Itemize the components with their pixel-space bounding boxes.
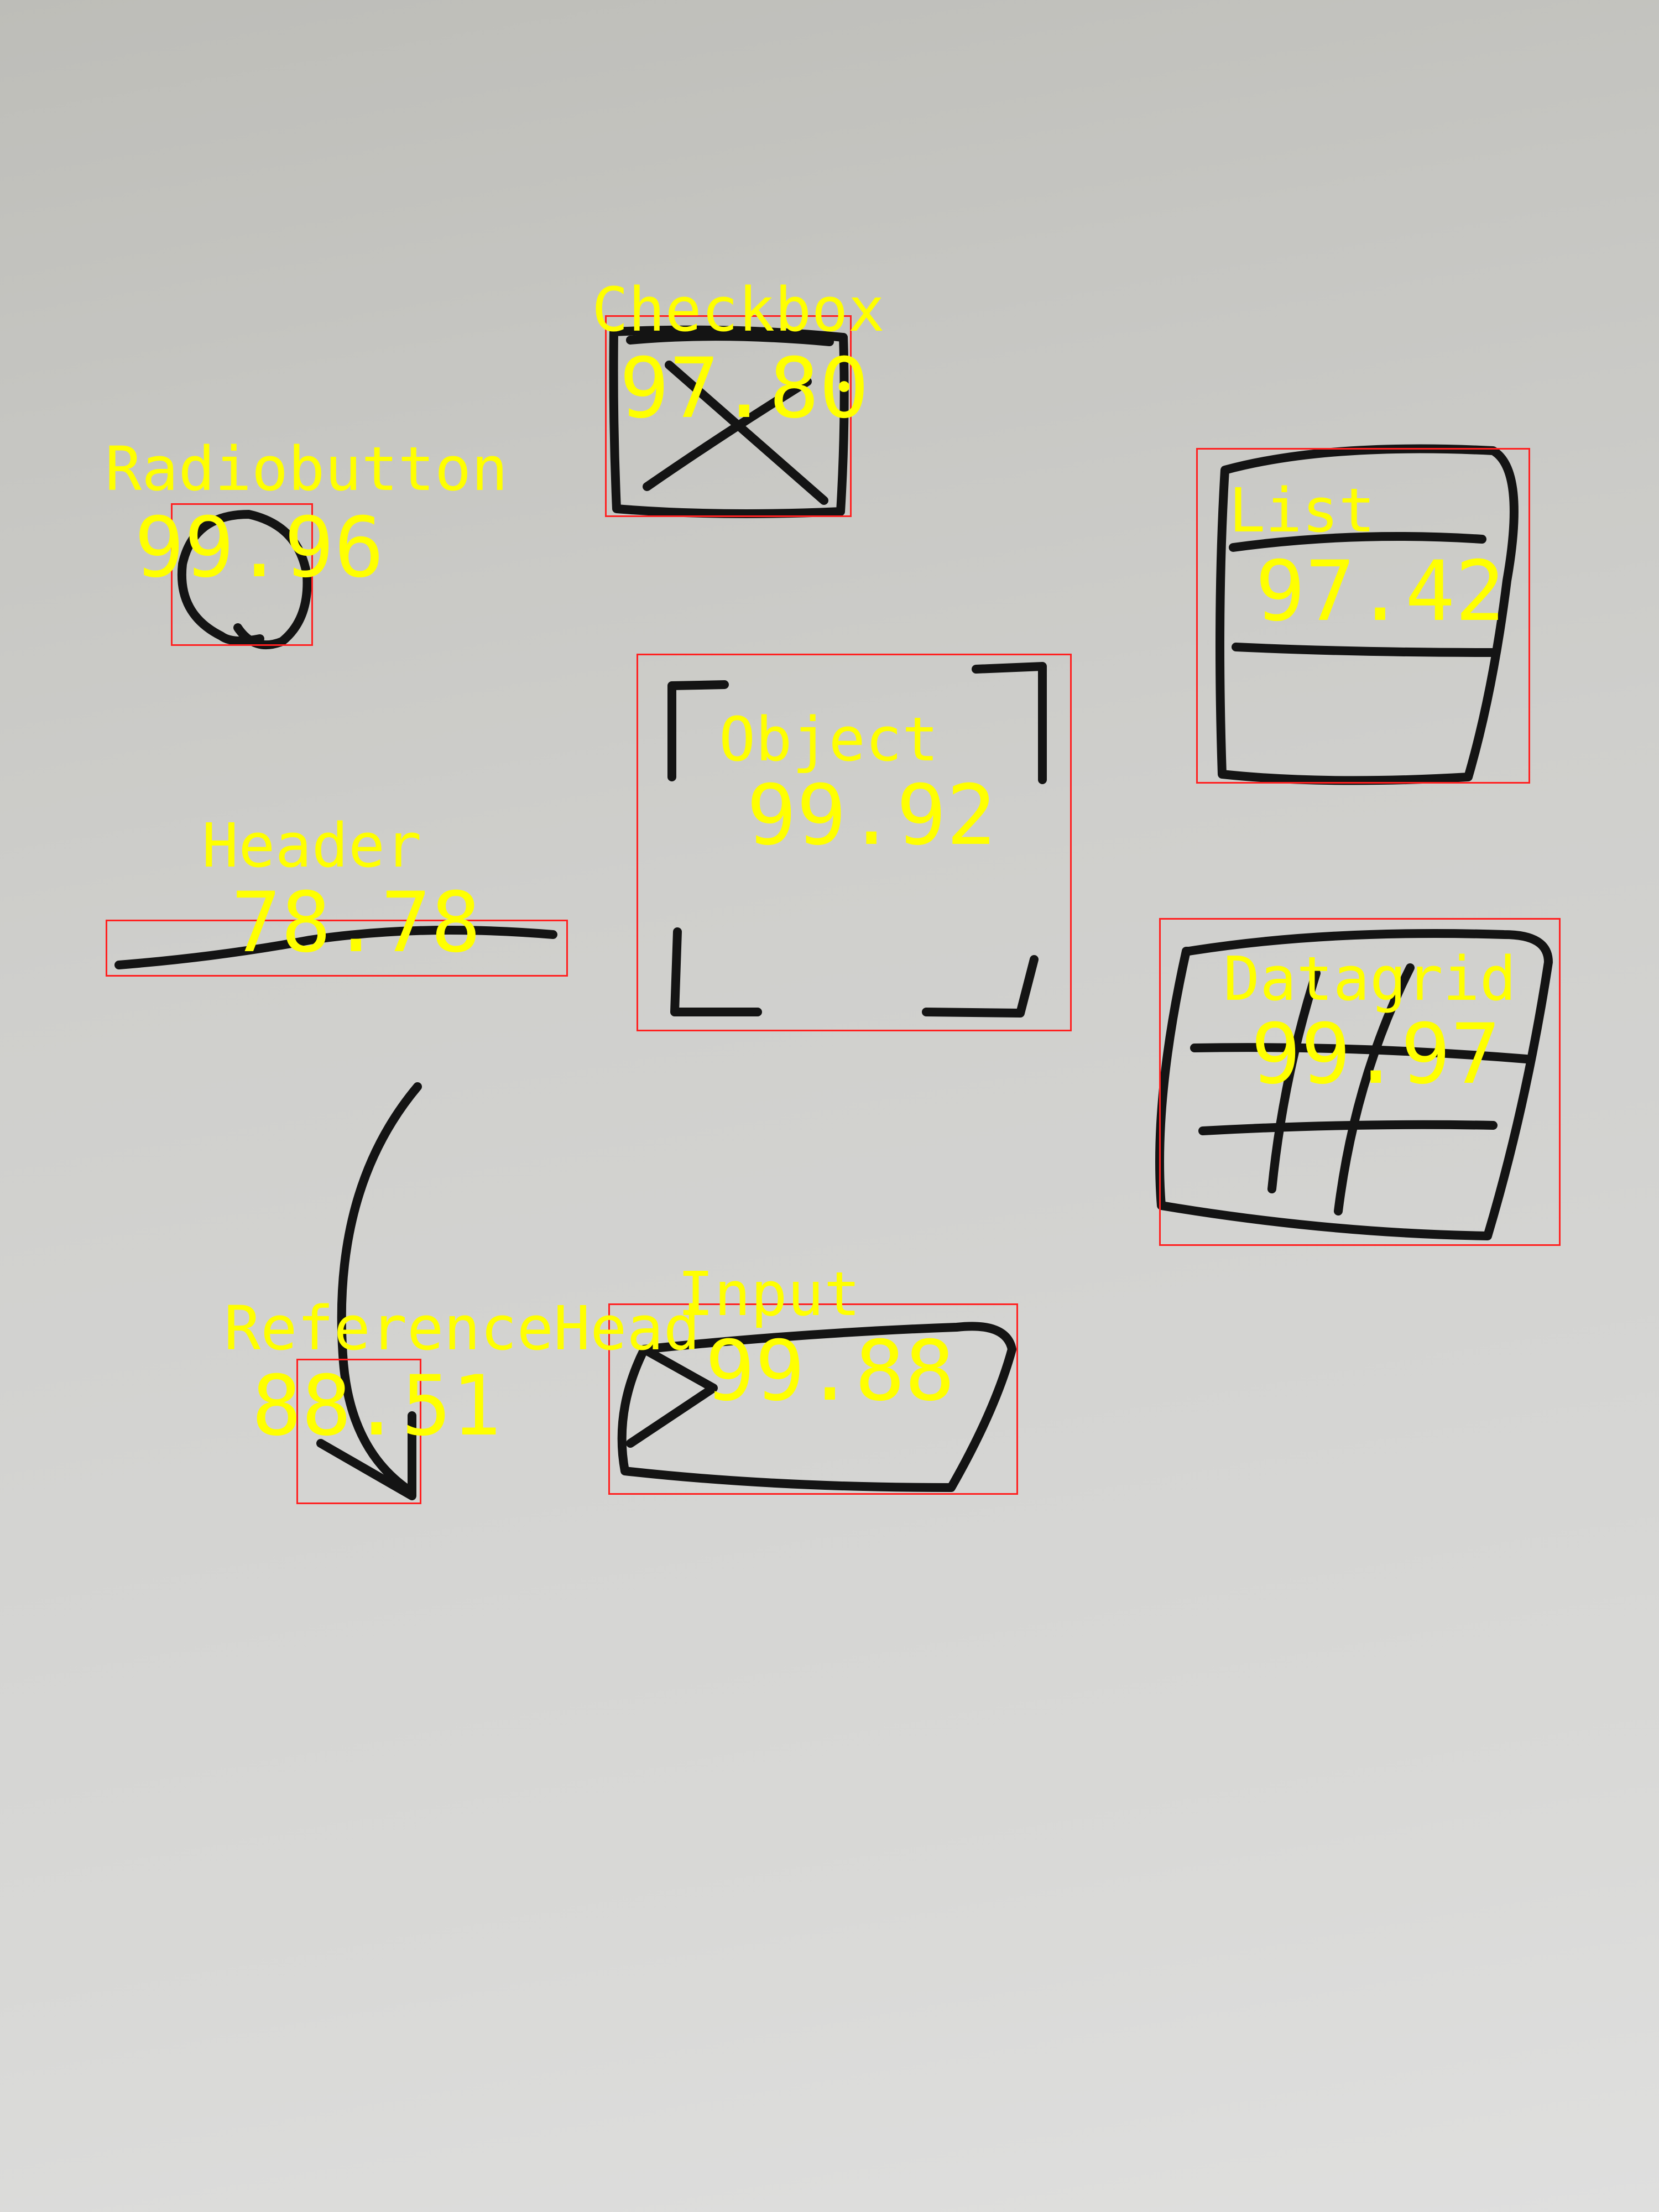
detection-score-checkbox: 97.80 xyxy=(619,341,869,437)
detection-score-object: 99.92 xyxy=(747,768,997,864)
detection-label-datagrid: Datagrid xyxy=(1223,943,1516,1014)
detection-score-list: 97.42 xyxy=(1255,544,1505,640)
list-sketch xyxy=(1215,444,1519,785)
detection-box-referencehead xyxy=(296,1359,421,1504)
detection-label-list: List xyxy=(1229,475,1375,546)
detection-box-list xyxy=(1196,448,1530,784)
detection-box-header xyxy=(106,920,568,977)
detection-box-datagrid xyxy=(1159,918,1561,1246)
detection-label-referencehead: ReferenceHead xyxy=(224,1293,700,1364)
detection-score-input: 99.88 xyxy=(705,1323,955,1420)
detection-score-referencehead: 88.51 xyxy=(252,1358,502,1454)
object-sketch xyxy=(667,662,1047,1018)
detection-label-header: Header xyxy=(202,810,422,881)
detection-label-checkbox: Checkbox xyxy=(592,274,885,345)
radiobutton-sketch xyxy=(177,510,312,650)
detection-box-radiobutton xyxy=(171,503,313,646)
detection-box-object xyxy=(637,654,1072,1031)
input-sketch xyxy=(617,1322,1016,1492)
header-sketch xyxy=(114,926,557,969)
detection-label-object: Object xyxy=(719,704,939,775)
detection-label-radiobutton: Radiobutton xyxy=(105,434,508,504)
detection-box-checkbox xyxy=(605,315,852,517)
detection-score-datagrid: 99.97 xyxy=(1251,1006,1501,1103)
arrow-sketch xyxy=(316,1082,422,1500)
checkbox-sketch xyxy=(609,325,849,518)
detection-box-input xyxy=(608,1303,1018,1495)
detection-score-header: 78.78 xyxy=(231,875,481,971)
detection-label-input: Input xyxy=(677,1259,861,1329)
detection-score-radiobutton: 99.96 xyxy=(134,500,384,596)
